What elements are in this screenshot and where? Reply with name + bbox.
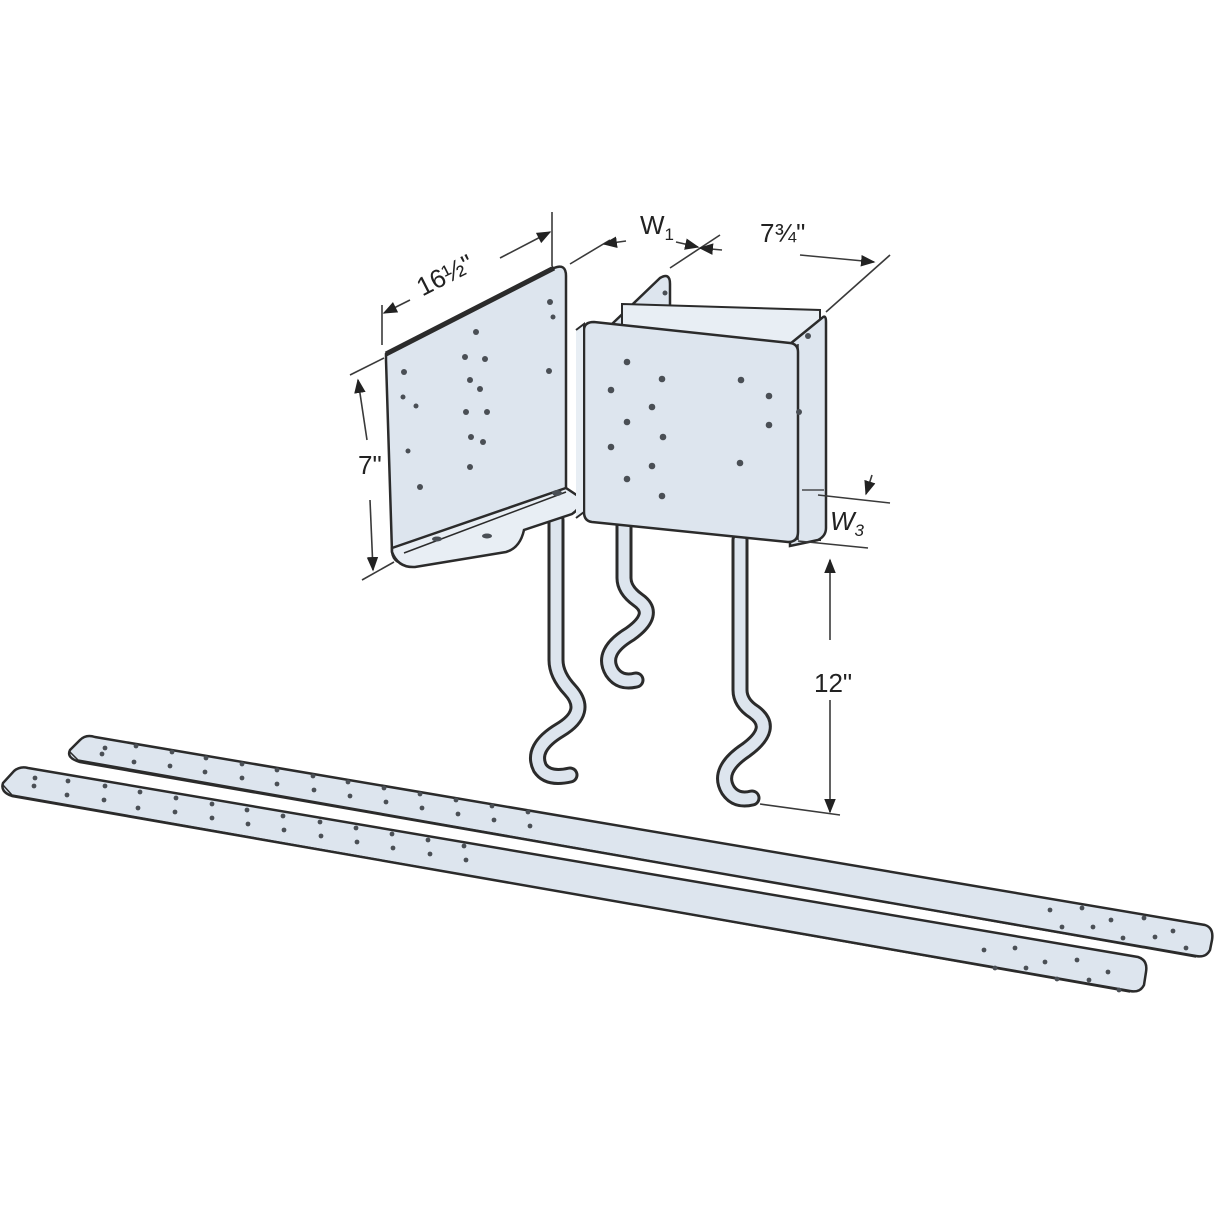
dim-text-length-right: 7¾" — [760, 218, 806, 248]
dim-label-7-3-4: 7¾" — [760, 220, 805, 246]
strap-holes — [31, 743, 1189, 993]
dim-text-anchor-embed: 12" — [814, 668, 853, 698]
dimension-lines — [349, 212, 891, 816]
left-bracket — [384, 265, 582, 569]
strap-front — [1, 766, 1148, 993]
dim-text-w3: W — [830, 506, 855, 536]
dim-label-w3: W3 — [830, 508, 864, 539]
dim-label-w1: W1 — [640, 212, 674, 243]
dim-label-7: 7" — [358, 452, 382, 478]
dim-text-w1-sub: 1 — [664, 225, 675, 244]
right-box-bracket — [575, 274, 828, 548]
anchor-hooks — [529, 511, 772, 808]
dim-text-height-left: 7" — [358, 450, 382, 480]
strap-back — [67, 734, 1214, 958]
dim-label-12: 12" — [814, 668, 853, 698]
dim-text-w3-sub: 3 — [854, 521, 865, 540]
dim-text-w1: W — [640, 210, 665, 240]
